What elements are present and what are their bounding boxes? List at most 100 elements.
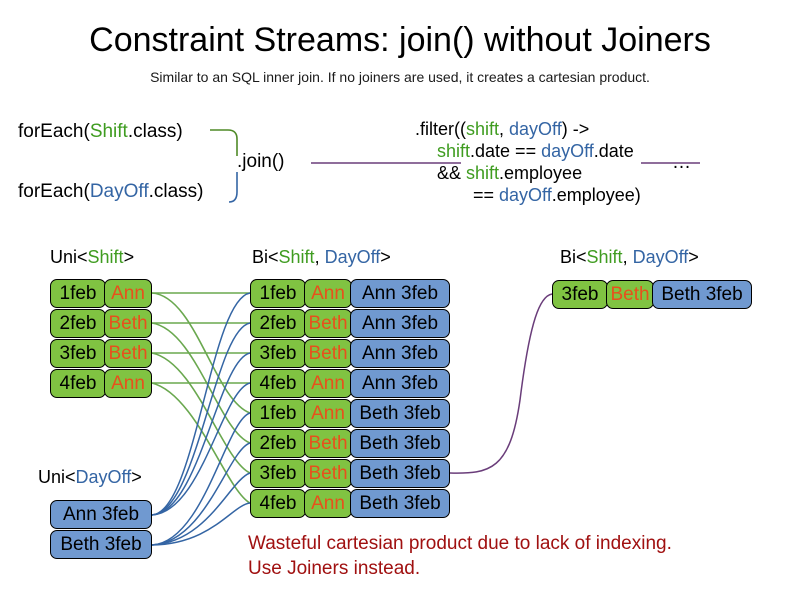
foreach-dayoff-type: DayOff (89, 181, 149, 202)
result-dayoff-label: Beth 3feb (652, 280, 752, 309)
filter-line-1: .filter((shift, dayOff) -> (415, 118, 641, 140)
filter-param-dayoff: dayOff (509, 119, 562, 139)
filter-arrow: ) -> (561, 119, 590, 139)
caption-bi-mid-type2: DayOff (324, 247, 381, 267)
filter-l2-mid: .date == (470, 141, 542, 161)
warning-line-2: Use Joiners instead. (248, 558, 421, 579)
join-shift-date: 1feb (250, 279, 306, 308)
result-row[interactable]: 3feb Beth Beth 3feb (552, 280, 752, 309)
shift-row[interactable]: 4feb Ann (50, 369, 152, 398)
dayoff-label: Ann 3feb (50, 500, 152, 529)
shift-employee: Beth (104, 309, 152, 338)
join-dayoff-label: Beth 3feb (350, 399, 450, 428)
dayoff-row[interactable]: Beth 3feb (50, 530, 152, 559)
caption-bi-right-pre: Bi< (560, 247, 587, 267)
caption-uni-dayoff-type: DayOff (75, 467, 132, 487)
join-row[interactable]: 4feb Ann Beth 3feb (250, 489, 450, 518)
warning-line-1: Wasteful cartesian product due to lack o… (248, 533, 672, 554)
filter-l3-end: .employee (499, 163, 583, 183)
shift-row[interactable]: 2feb Beth (50, 309, 152, 338)
join-row[interactable]: 1feb Ann Ann 3feb (250, 279, 450, 308)
join-shift-employee: Ann (304, 399, 352, 428)
code-ellipsis: … (672, 152, 691, 173)
caption-bi-middle: Bi<Shift, DayOff> (252, 246, 391, 268)
join-shift-date: 1feb (250, 399, 306, 428)
shift-date: 2feb (50, 309, 106, 338)
filter-line-2: shift.date == dayOff.date (415, 140, 641, 162)
caption-bi-right-post: > (688, 247, 699, 267)
caption-bi-mid-post: > (380, 247, 391, 267)
join-dayoff-label: Ann 3feb (350, 369, 450, 398)
join-shift-employee: Beth (304, 309, 352, 338)
join-shift-employee: Beth (304, 429, 352, 458)
filter-l3-shift: shift (466, 163, 500, 183)
page-title: Constraint Streams: join() without Joine… (89, 21, 711, 59)
filter-l2-dayoff: dayOff (541, 141, 594, 161)
caption-uni-shift-pre: Uni< (50, 247, 88, 267)
shift-date: 3feb (50, 339, 106, 368)
caption-bi-mid-sep: , (314, 247, 325, 267)
result-shift-date: 3feb (552, 280, 608, 309)
join-shift-date: 4feb (250, 489, 306, 518)
join-row[interactable]: 3feb Beth Ann 3feb (250, 339, 450, 368)
join-row[interactable]: 2feb Beth Ann 3feb (250, 309, 450, 338)
join-dayoff-label: Beth 3feb (350, 459, 450, 488)
caption-bi-right: Bi<Shift, DayOff> (560, 246, 699, 268)
dayoff-label: Beth 3feb (50, 530, 152, 559)
caption-bi-right-sep: , (622, 247, 633, 267)
join-row[interactable]: 2feb Beth Beth 3feb (250, 429, 450, 458)
code-foreach-dayoff: forEach(DayOff.class) (18, 180, 204, 203)
foreach-dayoff-suffix: .class) (148, 181, 204, 202)
shift-employee: Beth (104, 339, 152, 368)
caption-uni-shift-type: Shift (87, 247, 124, 267)
shift-row[interactable]: 3feb Beth (50, 339, 152, 368)
filter-open: .filter(( (415, 119, 466, 139)
join-dayoff-label: Ann 3feb (350, 309, 450, 338)
filter-l2-end: .date (593, 141, 634, 161)
join-shift-employee: Ann (304, 489, 352, 518)
filter-param-shift: shift (466, 119, 500, 139)
filter-line-4: == dayOff.employee) (415, 184, 641, 206)
join-dayoff-label: Ann 3feb (350, 279, 450, 308)
shift-date: 1feb (50, 279, 106, 308)
filter-line-3: && shift.employee (415, 162, 641, 184)
dayoff-row[interactable]: Ann 3feb (50, 500, 152, 529)
join-shift-employee: Ann (304, 369, 352, 398)
caption-bi-mid-type1: Shift (278, 247, 315, 267)
join-shift-date: 2feb (250, 429, 306, 458)
result-shift-employee: Beth (606, 280, 654, 309)
caption-bi-right-type2: DayOff (632, 247, 689, 267)
join-dayoff-label: Beth 3feb (350, 429, 450, 458)
shift-date: 4feb (50, 369, 106, 398)
code-join-call: .join() (237, 151, 285, 172)
foreach-dayoff-prefix: forEach( (18, 181, 90, 202)
join-shift-employee: Ann (304, 279, 352, 308)
join-shift-employee: Beth (304, 459, 352, 488)
join-shift-date: 3feb (250, 459, 306, 488)
code-filter-block: .filter((shift, dayOff) -> shift.date ==… (415, 118, 641, 206)
foreach-shift-type: Shift (89, 121, 128, 142)
join-shift-employee: Beth (304, 339, 352, 368)
filter-l2-shift: shift (437, 141, 471, 161)
shift-row[interactable]: 1feb Ann (50, 279, 152, 308)
caption-uni-shift-post: > (123, 247, 135, 267)
shift-employee: Ann (104, 369, 152, 398)
join-shift-date: 3feb (250, 339, 306, 368)
join-dayoff-label: Ann 3feb (350, 339, 450, 368)
join-dayoff-label: Beth 3feb (350, 489, 450, 518)
caption-uni-dayoff: Uni<DayOff> (38, 466, 142, 488)
code-foreach-shift: forEach(Shift.class) (18, 120, 183, 143)
filter-l3-and: && (437, 163, 467, 183)
join-row[interactable]: 4feb Ann Ann 3feb (250, 369, 450, 398)
join-row[interactable]: 3feb Beth Beth 3feb (250, 459, 450, 488)
join-row[interactable]: 1feb Ann Beth 3feb (250, 399, 450, 428)
caption-uni-dayoff-post: > (131, 467, 142, 487)
filter-l4-eq: == (473, 185, 500, 205)
caption-uni-shift: Uni<Shift> (50, 246, 134, 268)
warning-note: Wasteful cartesian product due to lack o… (248, 531, 672, 581)
page-subtitle: Similar to an SQL inner join. If no join… (150, 69, 650, 85)
filter-l4-dayoff: dayOff (499, 185, 552, 205)
foreach-shift-prefix: forEach( (18, 121, 90, 142)
foreach-shift-suffix: .class) (127, 121, 183, 142)
